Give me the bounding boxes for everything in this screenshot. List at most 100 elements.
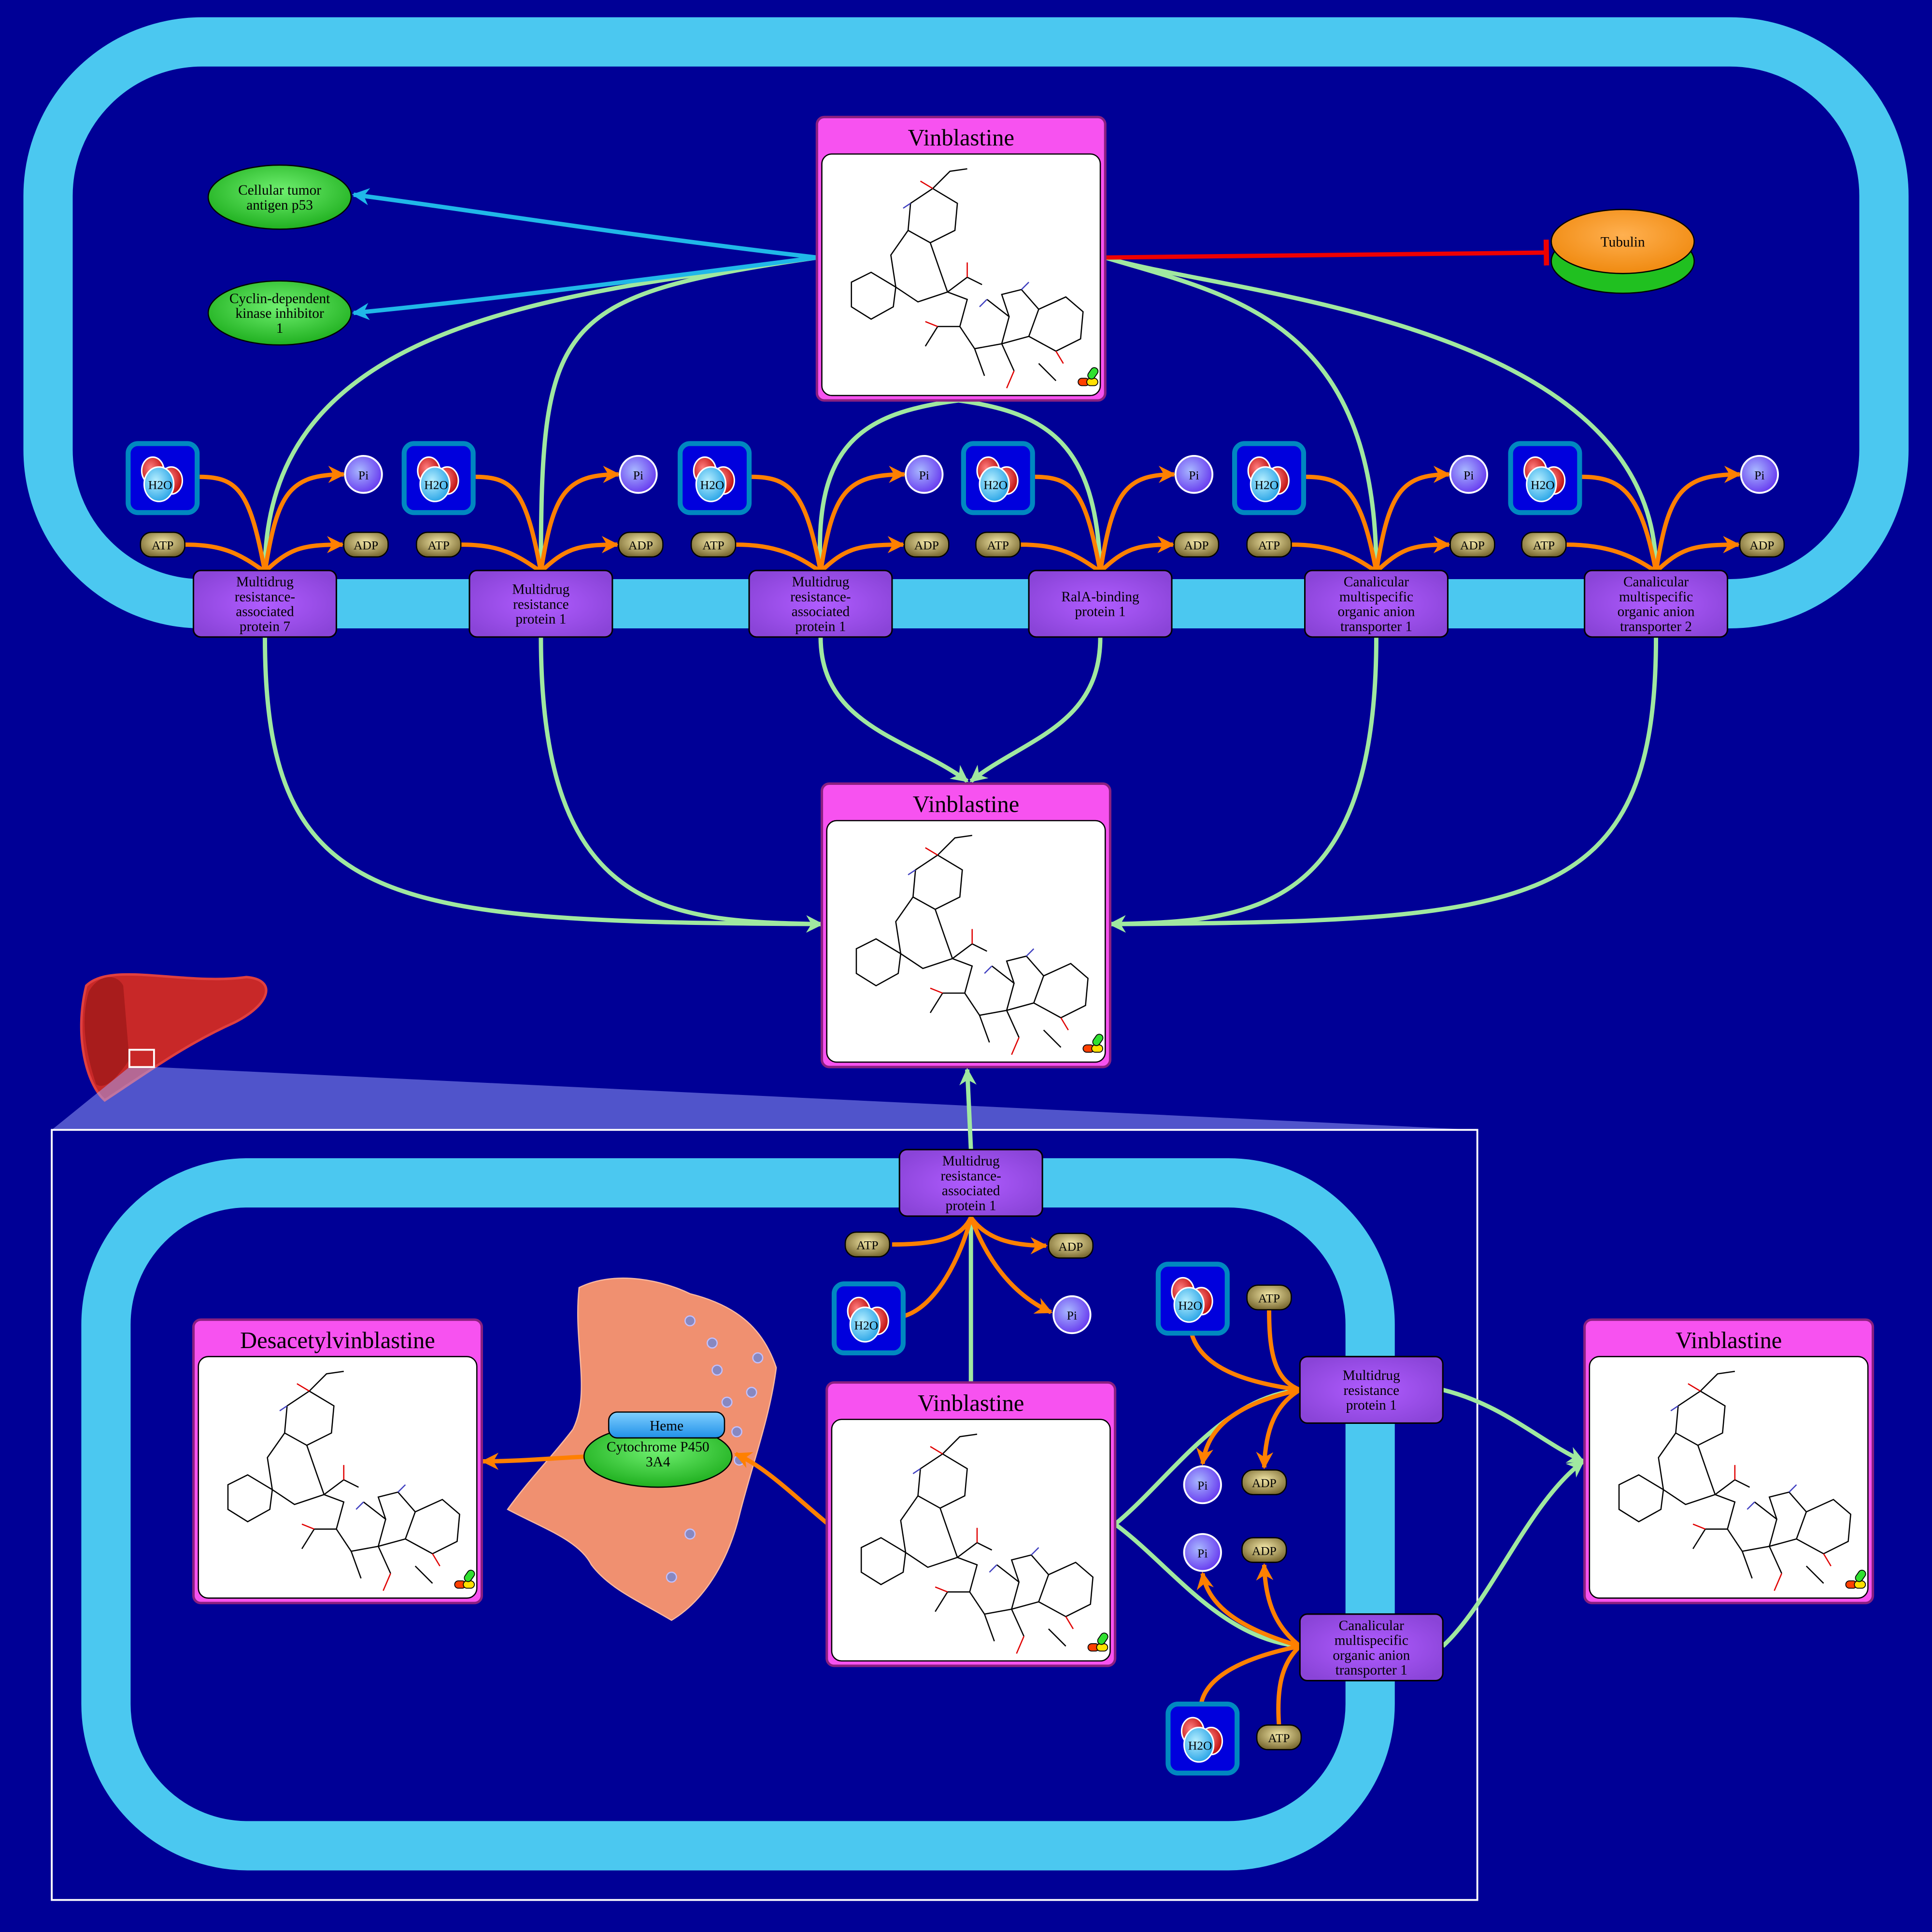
transport-edge <box>1441 1459 1585 1648</box>
atp[interactable]: ATP <box>1521 531 1567 558</box>
h2o-input-edge <box>1306 474 1378 572</box>
label-line: Multidrug <box>942 1153 1000 1169</box>
adp[interactable]: ADP <box>1048 1233 1094 1259</box>
label-line: transporter 1 <box>1335 1662 1407 1678</box>
zoom-projection <box>52 1067 1477 1130</box>
adp[interactable]: ADP <box>904 531 950 558</box>
drug-pill-icon <box>454 1570 475 1589</box>
phosphate[interactable]: Pi <box>1740 455 1779 494</box>
atp-label: ATP <box>152 539 173 553</box>
label-line: Multidrug <box>512 582 569 597</box>
water-molecule[interactable]: H2O <box>961 441 1035 515</box>
adp-label: ADP <box>1460 539 1485 553</box>
drug-vinblastine-hepatocyte[interactable]: Vinblastine <box>825 1381 1117 1667</box>
label-line: 3A4 <box>646 1454 670 1470</box>
label-line: multispecific <box>1335 1633 1408 1648</box>
transport-edge <box>1104 255 1659 572</box>
label-line: 1 <box>276 321 284 336</box>
water-label: H2O <box>1178 1299 1202 1313</box>
target-tubulin[interactable]: Tubulin <box>1550 209 1695 294</box>
phosphate-label: Pi <box>919 468 929 482</box>
water-molecule[interactable]: H2O <box>831 1281 906 1356</box>
cofactor-heme[interactable]: Heme <box>608 1411 725 1439</box>
drug-desacetylvinblastine[interactable]: Desacetylvinblastine <box>192 1318 483 1605</box>
binding-edge <box>352 188 817 260</box>
adp[interactable]: ADP <box>1241 1537 1287 1563</box>
water-molecule[interactable]: H2O <box>401 441 476 515</box>
drug-vinblastine-circulation[interactable]: Vinblastine <box>820 782 1112 1068</box>
phosphate[interactable]: Pi <box>1449 455 1488 494</box>
phosphate[interactable]: Pi <box>1183 1533 1222 1572</box>
adp-label: ADP <box>1184 539 1209 553</box>
ribosome <box>721 1396 733 1408</box>
water-molecule[interactable]: H2O <box>1508 441 1582 515</box>
ribosome <box>707 1337 718 1349</box>
label-line: Canalicular <box>1339 1618 1404 1634</box>
ribosome <box>746 1387 757 1398</box>
phosphate[interactable]: Pi <box>1183 1465 1222 1505</box>
ribosome <box>711 1364 723 1376</box>
atp-label: ATP <box>1268 1731 1290 1745</box>
transport-edge <box>818 637 969 783</box>
adp-label: ADP <box>1252 1476 1277 1490</box>
pi-output-edge <box>539 466 621 572</box>
water-molecule[interactable]: H2O <box>126 441 200 515</box>
phosphate[interactable]: Pi <box>1052 1295 1092 1335</box>
atp[interactable]: ATP <box>1256 1724 1302 1750</box>
atp[interactable]: ATP <box>975 531 1021 558</box>
adp-label: ADP <box>914 539 939 553</box>
water-molecule[interactable]: H2O <box>1165 1701 1240 1776</box>
label-line: kinase inhibitor <box>235 306 324 321</box>
label-line: Multidrug <box>236 574 294 590</box>
phosphate[interactable]: Pi <box>344 455 383 494</box>
drug-title: Desacetylvinblastine <box>240 1328 435 1353</box>
water-label: H2O <box>1188 1738 1212 1752</box>
atp-input-edge <box>1276 1644 1302 1725</box>
drug-vinblastine-extracellular[interactable]: Vinblastine <box>815 115 1107 402</box>
phosphate[interactable]: Pi <box>1174 455 1214 494</box>
drug-vinblastine-bile[interactable]: Vinblastine <box>1583 1318 1875 1605</box>
adp[interactable]: ADP <box>343 531 389 558</box>
adp-output-edge <box>263 536 344 573</box>
label-line: associated <box>942 1183 1000 1199</box>
atp[interactable]: ATP <box>1246 1284 1292 1311</box>
water-molecule[interactable]: H2O <box>1155 1262 1230 1336</box>
adp[interactable]: ADP <box>1173 531 1220 558</box>
ribosome <box>731 1426 742 1437</box>
water-molecule[interactable]: H2O <box>678 441 752 515</box>
adp[interactable]: ADP <box>1241 1469 1287 1495</box>
atp[interactable]: ATP <box>415 531 462 558</box>
atp[interactable]: ATP <box>1246 531 1292 558</box>
adp-output-edge <box>539 536 619 573</box>
transport-edge <box>959 1067 977 1150</box>
label-line: organic anion <box>1333 1648 1410 1663</box>
h2o-input-edge <box>1582 474 1658 572</box>
adp[interactable]: ADP <box>1739 531 1785 558</box>
adp-output-edge <box>969 1216 1048 1254</box>
atp-input-edge <box>735 542 822 574</box>
drug-title: Vinblastine <box>913 792 1019 817</box>
atp[interactable]: ATP <box>844 1231 891 1258</box>
phosphate[interactable]: Pi <box>619 455 658 494</box>
atp-input-edge <box>185 542 267 574</box>
water-molecule[interactable]: H2O <box>1232 441 1307 515</box>
atp[interactable]: ATP <box>690 531 737 558</box>
adp[interactable]: ADP <box>618 531 664 558</box>
transport-edge <box>969 637 1103 783</box>
adp[interactable]: ADP <box>1449 531 1495 558</box>
atp[interactable]: ATP <box>140 531 185 558</box>
atp-label: ATP <box>987 539 1009 553</box>
phosphate[interactable]: Pi <box>905 455 944 494</box>
adp-output-edge <box>1098 536 1175 573</box>
